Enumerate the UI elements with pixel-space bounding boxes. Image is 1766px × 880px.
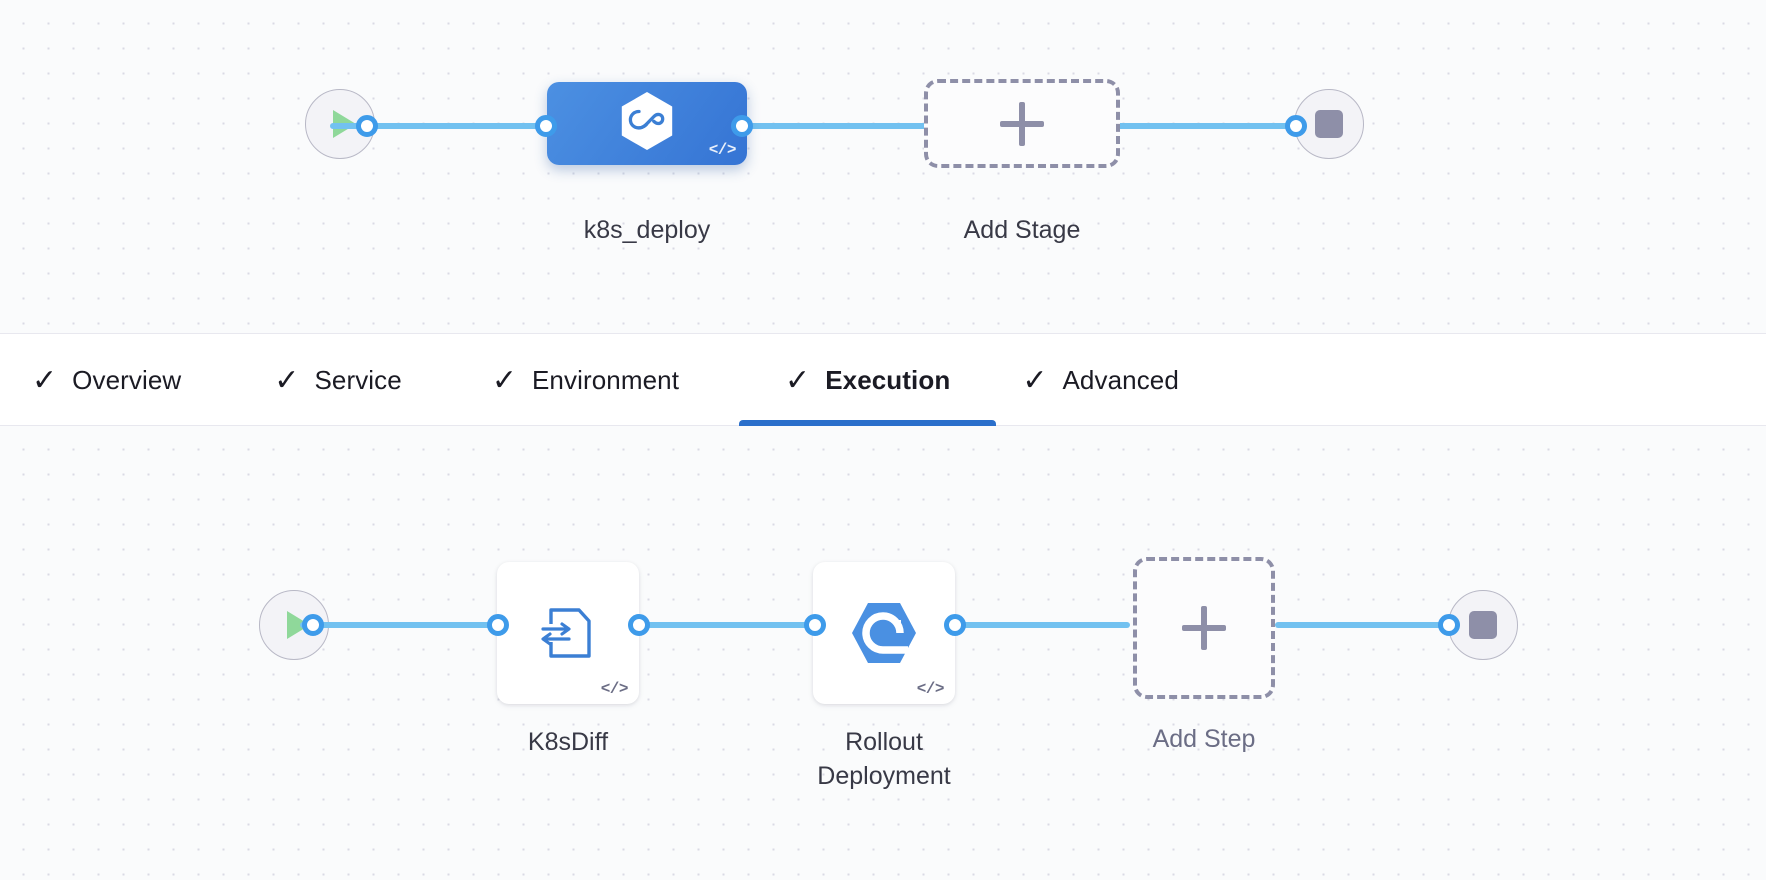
tab-environment[interactable]: ✓ Environment bbox=[492, 334, 679, 427]
step-node-rollout-deployment-label: Rollout Deployment bbox=[817, 728, 951, 790]
step-end-port[interactable] bbox=[1438, 614, 1460, 636]
step-node-rollout-deployment-card[interactable]: </> bbox=[813, 562, 955, 704]
tab-overview-label: Overview bbox=[72, 365, 182, 395]
tab-execution[interactable]: ✓ Execution bbox=[739, 334, 997, 427]
code-badge-icon: </> bbox=[600, 680, 629, 698]
connector-rollout-to-add-step bbox=[940, 622, 1130, 628]
add-step-button[interactable] bbox=[1133, 557, 1275, 699]
connector-k8s-deploy-to-add-stage bbox=[740, 123, 940, 129]
tab-execution-label: Execution bbox=[825, 365, 951, 395]
step-node-k8sdiff-label: K8sDiff bbox=[527, 728, 609, 756]
step-node-rollout-output-port[interactable] bbox=[944, 614, 966, 636]
check-icon: ✓ bbox=[491, 363, 517, 397]
stage-setup-tabs[interactable]: ✓ Overview ✓ Service ✓ Environment ✓ Exe… bbox=[0, 333, 1766, 427]
step-start-port[interactable] bbox=[302, 614, 324, 636]
connector-add-step-to-end bbox=[1275, 622, 1460, 628]
code-badge-icon: </> bbox=[916, 680, 945, 698]
tab-service-label: Service bbox=[314, 365, 402, 395]
stop-icon bbox=[1315, 110, 1343, 138]
stage-node-k8s-deploy-label: k8s_deploy bbox=[583, 216, 711, 244]
connector-k8sdiff-to-rollout bbox=[630, 622, 820, 628]
rollout-hexagon-icon bbox=[848, 600, 920, 666]
tab-active-underline bbox=[739, 420, 997, 427]
plus-icon bbox=[1182, 606, 1226, 650]
step-node-k8sdiff-input-port[interactable] bbox=[487, 614, 509, 636]
step-node-k8sdiff-card[interactable]: </> bbox=[497, 562, 639, 704]
stage-node-k8s-deploy-input-port[interactable] bbox=[535, 115, 557, 137]
add-stage-label: Add Stage bbox=[963, 216, 1081, 244]
stop-icon bbox=[1469, 611, 1497, 639]
stage-end-port[interactable] bbox=[1285, 115, 1307, 137]
step-node-k8sdiff-output-port[interactable] bbox=[628, 614, 650, 636]
check-icon: ✓ bbox=[32, 363, 58, 397]
check-icon: ✓ bbox=[274, 363, 300, 397]
connector-add-stage-to-end bbox=[1110, 123, 1300, 129]
stage-node-k8s-deploy[interactable]: </> bbox=[547, 82, 747, 165]
execution-steps-canvas[interactable]: </> K8sDiff </> Rollout Deployment Add S… bbox=[0, 426, 1766, 880]
k8s-diff-document-icon bbox=[537, 602, 599, 664]
code-badge-icon: </> bbox=[708, 141, 737, 159]
harness-hexagon-icon bbox=[619, 90, 675, 152]
tab-advanced-label: Advanced bbox=[1062, 365, 1179, 395]
plus-icon bbox=[1000, 101, 1044, 146]
connector-start-to-k8s-deploy bbox=[330, 123, 560, 129]
stage-start-port[interactable] bbox=[356, 115, 378, 137]
tab-overview[interactable]: ✓ Overview bbox=[32, 334, 181, 427]
tab-environment-label: Environment bbox=[531, 365, 680, 395]
add-step-label: Add Step bbox=[1152, 725, 1256, 753]
add-stage-button[interactable] bbox=[924, 79, 1120, 168]
connector-start-to-k8sdiff bbox=[300, 622, 510, 628]
step-end-node[interactable] bbox=[1448, 590, 1518, 660]
stage-pipeline-canvas[interactable]: </> k8s_deploy Add Stage bbox=[0, 0, 1766, 333]
tab-advanced[interactable]: ✓ Advanced bbox=[1022, 334, 1179, 427]
check-icon: ✓ bbox=[785, 363, 811, 397]
tab-service[interactable]: ✓ Service bbox=[274, 334, 402, 427]
check-icon: ✓ bbox=[1022, 363, 1048, 397]
stage-node-k8s-deploy-output-port[interactable] bbox=[731, 115, 753, 137]
step-node-rollout-input-port[interactable] bbox=[804, 614, 826, 636]
stage-end-node[interactable] bbox=[1294, 89, 1364, 159]
